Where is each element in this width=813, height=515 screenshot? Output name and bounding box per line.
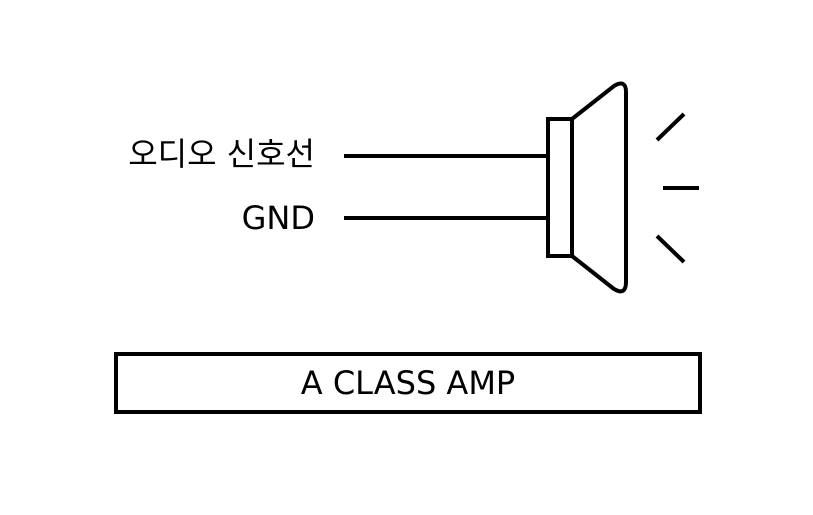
amplifier-label: A CLASS AMP	[300, 364, 516, 402]
speaker-cone	[570, 81, 628, 294]
sound-wave-icon	[655, 112, 699, 264]
audio-signal-label: 오디오 신호선	[128, 135, 315, 173]
amplifier-box: A CLASS AMP	[114, 352, 702, 414]
sound-wave-upper	[655, 112, 686, 142]
speaker-magnet	[546, 117, 574, 258]
sound-wave-lower	[655, 234, 686, 264]
speaker-icon	[546, 81, 628, 294]
ground-label: GND	[241, 199, 315, 237]
